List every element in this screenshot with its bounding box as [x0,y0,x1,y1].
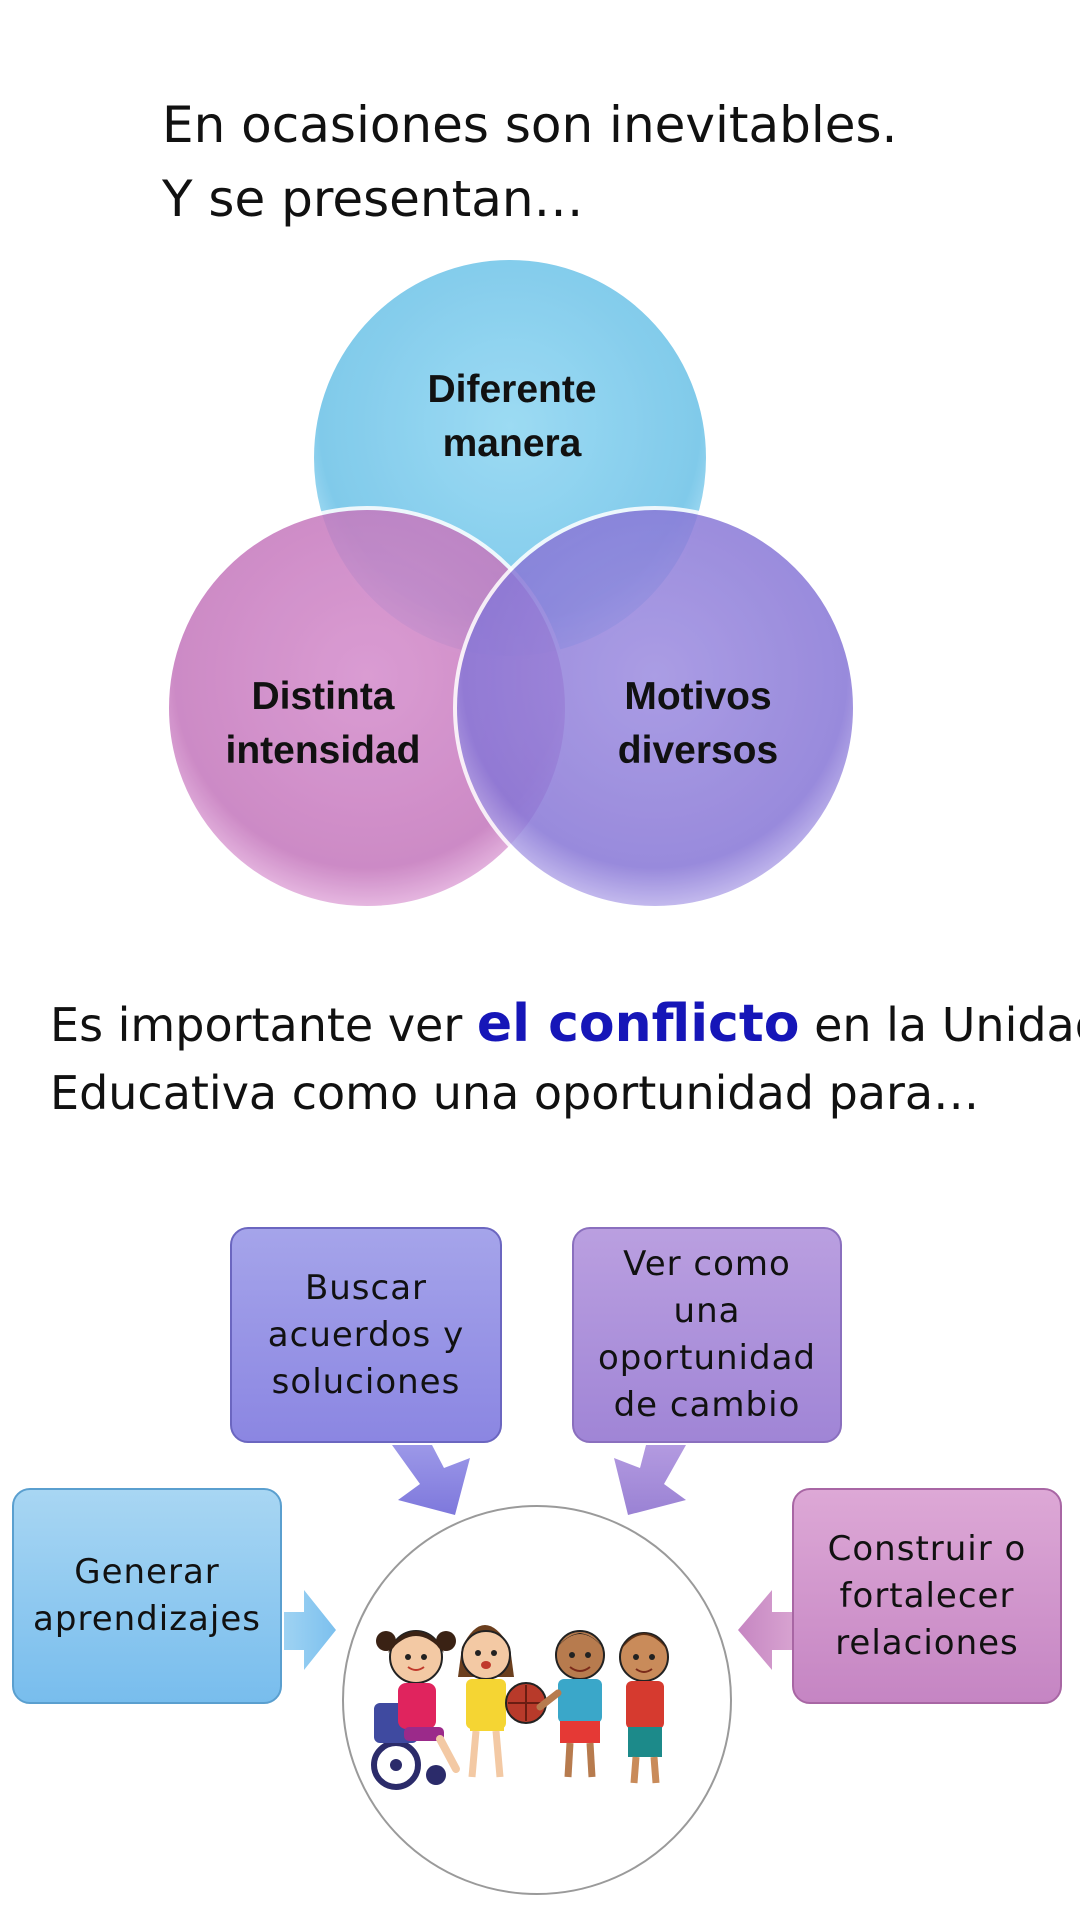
intro-line-2: Y se presentan… [162,170,584,228]
venn-circle-right [453,506,857,910]
statement-before: Es importante ver [50,998,477,1052]
arrow-buscar [392,1445,470,1515]
children-illustration [371,1625,669,1790]
box-generar-aprendizajes: Generar aprendizajes [12,1488,282,1704]
intro-text: En ocasiones son inevitables. Y se prese… [162,88,897,236]
arrow-generar [284,1590,336,1670]
venn-label-left-2: intensidad [225,729,420,772]
box-buscar-label: Buscar acuerdos y soluciones [267,1267,465,1402]
venn-label-right: Motivos [624,675,771,718]
venn-label-right-2: diversos [618,729,778,772]
box-ver-label: Ver como una oportunidad de cambio [597,1244,817,1425]
child-with-ball [458,1625,547,1778]
statement: Es importante ver el conflicto en la Uni… [50,990,1080,1127]
venn-label-top-2: manera [443,422,582,465]
statement-line-2: Educativa como una oportunidad para… [50,1066,980,1120]
child-wheelchair [371,1630,460,1790]
child-red-shirt [619,1632,669,1784]
statement-line-1: Es importante ver el conflicto en la Uni… [50,990,1080,1059]
box-ver-oportunidad: Ver como una oportunidad de cambio [572,1227,842,1443]
box-construir-relaciones: Construir o fortalecer relaciones [792,1488,1062,1704]
statement-after: en la Unidad [799,998,1080,1052]
arrow-ver [614,1445,686,1515]
venn-label-left: Distinta [251,675,394,718]
venn-diagram: Diferente manera Distinta intensidad Mot… [165,256,857,910]
center-circle [342,1505,732,1895]
statement-highlight: el conflicto [476,994,800,1054]
intro-line-1: En ocasiones son inevitables. [162,96,898,154]
box-buscar-acuerdos: Buscar acuerdos y soluciones [230,1227,502,1443]
box-construir-label: Construir o fortalecer relaciones [827,1528,1027,1663]
arrow-construir [738,1590,792,1670]
child-blue-shirt [536,1630,605,1778]
venn-label-top: Diferente [427,368,596,411]
box-generar-label: Generar aprendizajes [33,1552,261,1639]
